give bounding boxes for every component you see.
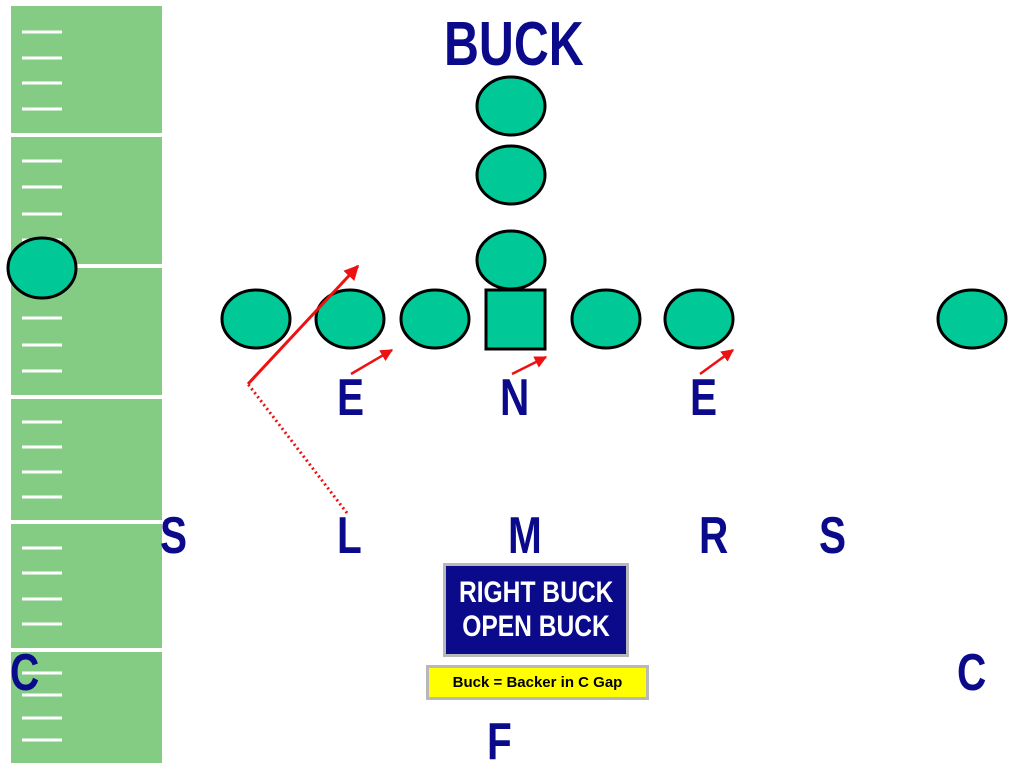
play-title: BUCK [444,10,584,79]
hash-mark-23 [22,716,62,720]
hash-mark-7 [22,212,62,216]
definition-note: Buck = Backer in C Gap [426,665,649,700]
end-right-slant-arrow [699,348,735,376]
field-turf [11,6,162,763]
definition-note-text: Buck = Backer in C Gap [452,674,623,691]
hash-mark-16 [22,495,62,499]
hash-mark-1 [22,30,62,34]
defense-safety-left: S [160,507,188,565]
play-call-line-2: OPEN BUCK [462,610,610,643]
yard-line-2 [11,264,162,268]
yard-line-5 [11,648,162,652]
hash-mark-6 [22,185,62,189]
hash-mark-15 [22,470,62,474]
field-strip [11,6,162,763]
backer-drop-path [246,383,349,514]
hash-mark-18 [22,571,62,575]
hash-mark-2 [22,56,62,60]
hash-mark-4 [22,107,62,111]
hash-mark-22 [22,693,62,697]
defense-safety-right: S [819,507,847,565]
tailback-icon [475,144,547,206]
yard-line-4 [11,520,162,524]
right-guard-icon [570,288,642,350]
hash-mark-14 [22,445,62,449]
play-call-line-1: RIGHT BUCK [458,576,614,610]
tight-end-left-icon [220,288,292,350]
defense-corner-left: C [10,644,40,702]
fullback-icon [475,75,547,137]
left-guard-icon [399,288,471,350]
wide-receiver-right-icon [936,288,1008,350]
yard-line-3 [11,395,162,399]
hash-mark-13 [22,420,62,424]
hash-mark-17 [22,546,62,550]
quarterback-icon [475,229,547,291]
hash-mark-11 [22,343,62,347]
arrows [246,264,735,514]
defense-end-left: E [337,369,365,427]
defense-nose: N [500,369,530,427]
defense-end-right: E [690,369,718,427]
wide-receiver-left-icon [6,236,78,300]
defense-backer-middle: M [508,507,542,565]
hash-mark-10 [22,316,62,320]
defense-backer-right: R [699,507,729,565]
nose-slant-arrow [511,355,548,376]
defense-backer-left: L [337,507,362,565]
hash-mark-20 [22,622,62,626]
hash-mark-5 [22,159,62,163]
hash-mark-21 [22,671,62,675]
center-square-icon [484,288,547,351]
defense-corner-right: C [957,644,987,702]
hash-mark-12 [22,369,62,373]
backer-blitz-arrow [246,264,360,386]
hash-mark-3 [22,81,62,85]
end-left-slant-arrow [350,348,394,376]
yard-line-1 [11,133,162,137]
left-tackle-icon [314,288,386,350]
offense [6,75,1008,351]
yard-lines [11,133,162,652]
hash-mark-19 [22,597,62,601]
play-call-box: RIGHT BUCK OPEN BUCK [443,563,629,657]
right-tackle-icon [663,288,735,350]
hash-mark-24 [22,738,62,742]
defense-free-safety: F [487,713,512,771]
